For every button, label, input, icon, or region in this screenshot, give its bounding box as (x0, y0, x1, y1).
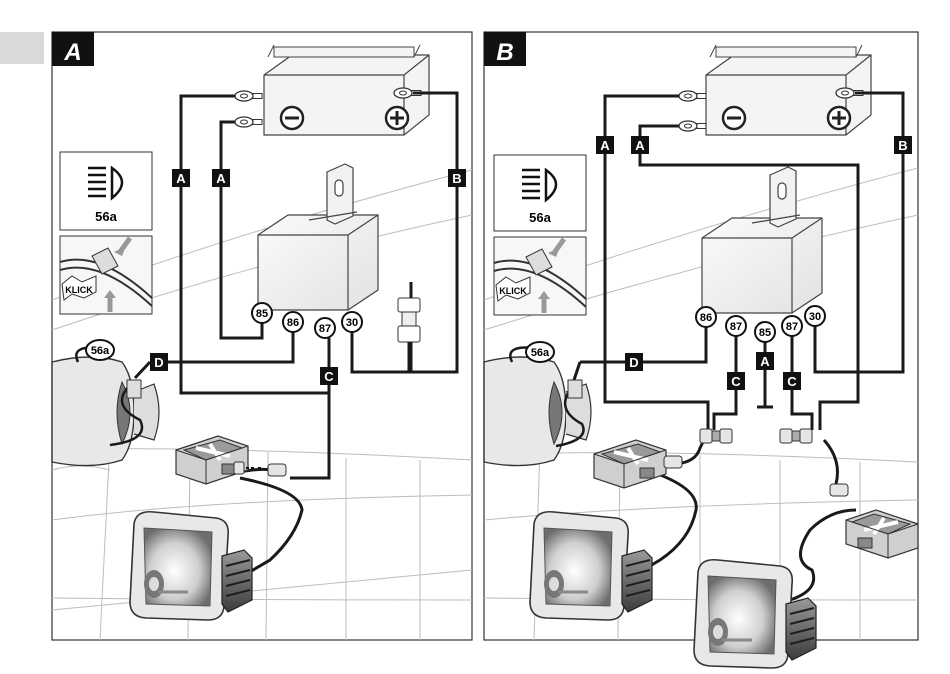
relay (702, 218, 822, 313)
wire-label-a: A (216, 171, 226, 186)
plug-connector (664, 456, 682, 468)
connector (127, 380, 141, 398)
headlight-symbol-label: 56a (529, 210, 551, 225)
klick-inset: KLICK (60, 236, 152, 314)
terminal-30: 30 (346, 317, 358, 329)
panel-a: A (52, 32, 472, 640)
wire-label-a: A (760, 354, 770, 369)
terminal-87: 87 (786, 321, 798, 333)
connector (568, 380, 582, 398)
tag-56a: 56a (531, 347, 550, 359)
wire-label-b: B (452, 171, 461, 186)
klick-text: KLICK (65, 285, 93, 295)
wire-label-a: A (176, 171, 186, 186)
panel-a-label: A (63, 39, 81, 66)
plug-connector (780, 429, 812, 443)
wire-label-c: C (324, 369, 334, 384)
terminal-86: 86 (700, 312, 712, 324)
headlight-symbol-label: 56a (95, 209, 117, 224)
headlight-symbol: 56a (494, 155, 586, 231)
klick-inset: KLICK (494, 237, 586, 315)
wire-label-d: D (154, 355, 163, 370)
relay (258, 215, 378, 310)
wire-label-c: C (787, 374, 797, 389)
tag-56a: 56a (91, 345, 110, 357)
wire-label-a: A (600, 138, 610, 153)
terminal-85: 85 (759, 327, 771, 339)
panel-b-label: B (496, 39, 513, 66)
wire-label-d: D (629, 355, 638, 370)
panel-b: B (484, 32, 918, 668)
terminal-87: 87 (319, 323, 331, 335)
terminal-87: 87 (730, 321, 742, 333)
headlight-symbol: 56a (60, 152, 152, 230)
wire-label-c: C (731, 374, 741, 389)
plug-connector (830, 484, 848, 496)
wire-label-a: A (635, 138, 645, 153)
terminal-30: 30 (809, 311, 821, 323)
terminal-85: 85 (256, 308, 268, 320)
klick-text: KLICK (499, 286, 527, 296)
terminal-86: 86 (287, 317, 299, 329)
wire-label-b: B (898, 138, 907, 153)
plug-connector (700, 429, 732, 443)
plug-connector (268, 464, 286, 476)
